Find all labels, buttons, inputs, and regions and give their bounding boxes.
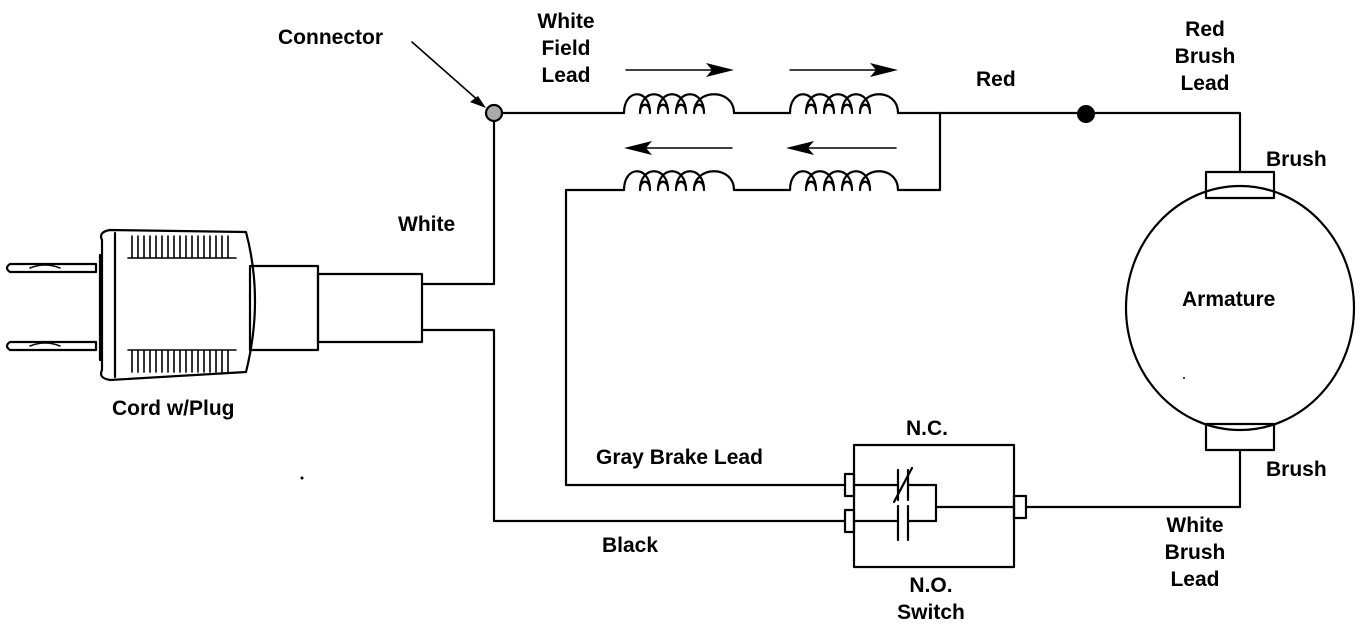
white-wire bbox=[420, 111, 496, 286]
plug-prong-bottom bbox=[5, 340, 98, 352]
red-brush-lead-line-2: Brush bbox=[1174, 45, 1236, 68]
coil-return-wire bbox=[896, 111, 942, 192]
cord-plug-label: Cord w/Plug bbox=[112, 397, 235, 420]
switch-terminal-no bbox=[843, 508, 856, 534]
field-coil-top-left bbox=[622, 93, 736, 115]
cord-plug bbox=[5, 228, 424, 382]
gray-brake-lead-label: Gray Brake Lead bbox=[596, 446, 763, 469]
connector-label: Connector bbox=[278, 26, 383, 49]
black-label: Black bbox=[602, 534, 659, 557]
white-brush-lead-wire bbox=[1024, 448, 1242, 509]
white-brush-lead-line-3: Lead bbox=[1170, 568, 1220, 591]
no-switch-line-1: N.O. bbox=[909, 574, 953, 597]
red-wire bbox=[896, 111, 1242, 174]
white-field-lead-line-1: White bbox=[537, 10, 595, 33]
black-wire bbox=[420, 328, 847, 523]
no-switch-label: N.O. Switch bbox=[876, 572, 986, 626]
field-coil-top-right bbox=[788, 93, 900, 115]
field-coil-bottom-left bbox=[622, 170, 736, 192]
cord-sleeve bbox=[248, 264, 320, 352]
plug-grip-bottom bbox=[127, 349, 237, 373]
brush-top bbox=[1204, 170, 1276, 200]
brush-bottom-label: Brush bbox=[1266, 458, 1327, 481]
brush-top-label: Brush bbox=[1266, 148, 1327, 171]
nc-label: N.C. bbox=[906, 417, 948, 440]
white-field-lead-line-2: Field bbox=[541, 37, 591, 60]
armature-label: Armature bbox=[1182, 288, 1276, 311]
gray-brake-lead-wire bbox=[564, 188, 847, 487]
white-brush-lead-line-2: Brush bbox=[1164, 541, 1226, 564]
cord bbox=[316, 272, 424, 344]
plug-body bbox=[99, 228, 257, 382]
plug-prong-top bbox=[5, 262, 98, 274]
plug-grip-top bbox=[127, 235, 237, 259]
white-brush-lead-label: White Brush Lead bbox=[1140, 512, 1250, 593]
connector bbox=[484, 103, 504, 123]
switch-terminal-common bbox=[1012, 494, 1028, 520]
connector-pointer bbox=[411, 41, 481, 103]
current-arrows bbox=[625, 69, 897, 149]
red-brush-lead-label: Red Brush Lead bbox=[1150, 16, 1260, 97]
red-junction bbox=[1077, 105, 1095, 123]
white-label: White bbox=[398, 213, 456, 236]
white-field-lead-label: White Field Lead bbox=[506, 8, 626, 89]
brush-bottom bbox=[1204, 422, 1276, 452]
switch-terminal-nc bbox=[843, 472, 856, 498]
no-switch-line-2: Switch bbox=[897, 601, 965, 624]
red-brush-lead-line-3: Lead bbox=[1180, 72, 1230, 95]
armature bbox=[1124, 184, 1356, 432]
red-brush-lead-line-1: Red bbox=[1185, 18, 1225, 41]
red-label: Red bbox=[976, 68, 1016, 91]
field-coil-bottom-right bbox=[788, 170, 900, 192]
white-field-lead-line-3: Lead bbox=[541, 64, 591, 87]
white-brush-lead-line-1: White bbox=[1166, 514, 1224, 537]
